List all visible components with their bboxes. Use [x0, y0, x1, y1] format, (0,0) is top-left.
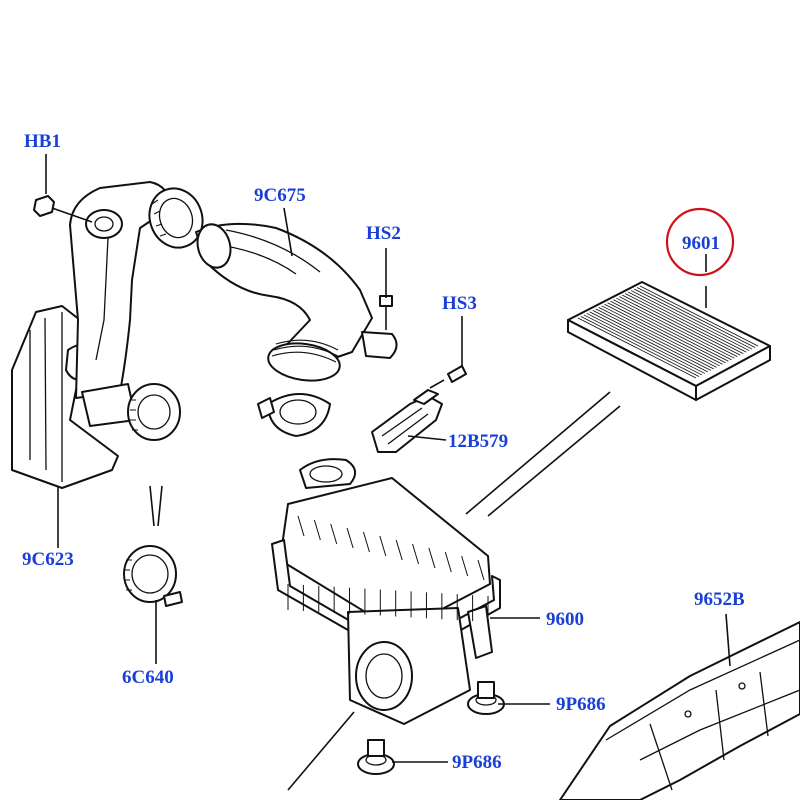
shroud-9652b — [559, 621, 800, 800]
filter-pleat-line — [583, 314, 703, 376]
label-9c623: 9C623 — [22, 549, 74, 570]
label-9p686-right: 9P686 — [556, 694, 606, 715]
housing-rib-line — [461, 555, 469, 577]
filter-pleat-line — [598, 306, 717, 368]
clamp-upper — [148, 187, 204, 249]
filter-pleat-line — [586, 313, 706, 374]
housing-rib-line — [330, 523, 338, 545]
label-9c675: 9C675 — [254, 185, 306, 206]
coupler-6c640 — [123, 545, 183, 607]
grommet-9p686-left — [357, 739, 395, 775]
filter-pleat-line — [616, 297, 735, 359]
filter-pleat-line — [622, 294, 741, 356]
bolt-hs3 — [429, 365, 467, 389]
label-12b579: 12B579 — [448, 431, 509, 452]
filter-pleat-line — [639, 285, 759, 347]
filter-element-9601 — [567, 281, 771, 401]
label-hs2: HS2 — [366, 223, 401, 244]
filter-pleat-line — [580, 316, 700, 377]
label-9601: 9601 — [682, 233, 720, 254]
filter-pleat-line — [577, 317, 697, 379]
filter-pleat-line — [625, 293, 744, 354]
highlight-circle-9601 — [665, 207, 735, 277]
filter-pleat-line — [613, 299, 732, 361]
label-9652b: 9652B — [694, 589, 745, 610]
housing-rib-line — [313, 519, 321, 541]
filter-pleat-line — [589, 311, 708, 373]
grommet-9p686-right — [467, 681, 505, 715]
housing-rib-line — [362, 531, 370, 553]
housing-rib-line — [346, 527, 354, 549]
filter-pleat-line — [628, 291, 747, 353]
label-9600: 9600 — [546, 609, 584, 630]
label-hb1: HB1 — [24, 131, 61, 152]
housing-rib-line — [379, 535, 387, 557]
housing-rib-line — [444, 551, 452, 573]
bolt-hs2 — [379, 295, 393, 330]
housing-rib-line — [412, 543, 420, 565]
filter-pleats — [577, 285, 759, 379]
filter-pleat-line — [636, 287, 756, 348]
filter-pleat-line — [633, 288, 753, 350]
air-cleaner-9600 — [271, 458, 501, 725]
filter-pleat-line — [604, 303, 723, 365]
filter-pleat-line — [619, 296, 738, 358]
housing-rib-line — [395, 539, 403, 561]
label-6c640: 6C640 — [122, 667, 174, 688]
housing-rib-line — [477, 559, 485, 581]
filter-pleat-line — [607, 302, 726, 364]
housing-rib-line — [428, 547, 436, 569]
filter-pleat-line — [610, 300, 729, 362]
label-9p686-left: 9P686 — [452, 752, 502, 773]
filter-pleat-line — [592, 310, 711, 371]
sensor-12b579 — [371, 389, 443, 453]
housing-teeth — [287, 584, 489, 622]
filter-pleat-line — [601, 305, 720, 367]
clamp-lower — [127, 383, 181, 441]
leader-lines — [45, 154, 731, 791]
housing-ribs — [297, 515, 485, 581]
air-duct-9c623 — [11, 181, 171, 489]
label-hs3: HS3 — [442, 293, 477, 314]
hose-9c675 — [195, 222, 398, 437]
filter-pleat-line — [630, 290, 750, 351]
bolt-hb1 — [33, 195, 93, 223]
housing-rib-line — [297, 515, 305, 537]
filter-pleat-line — [595, 308, 714, 370]
